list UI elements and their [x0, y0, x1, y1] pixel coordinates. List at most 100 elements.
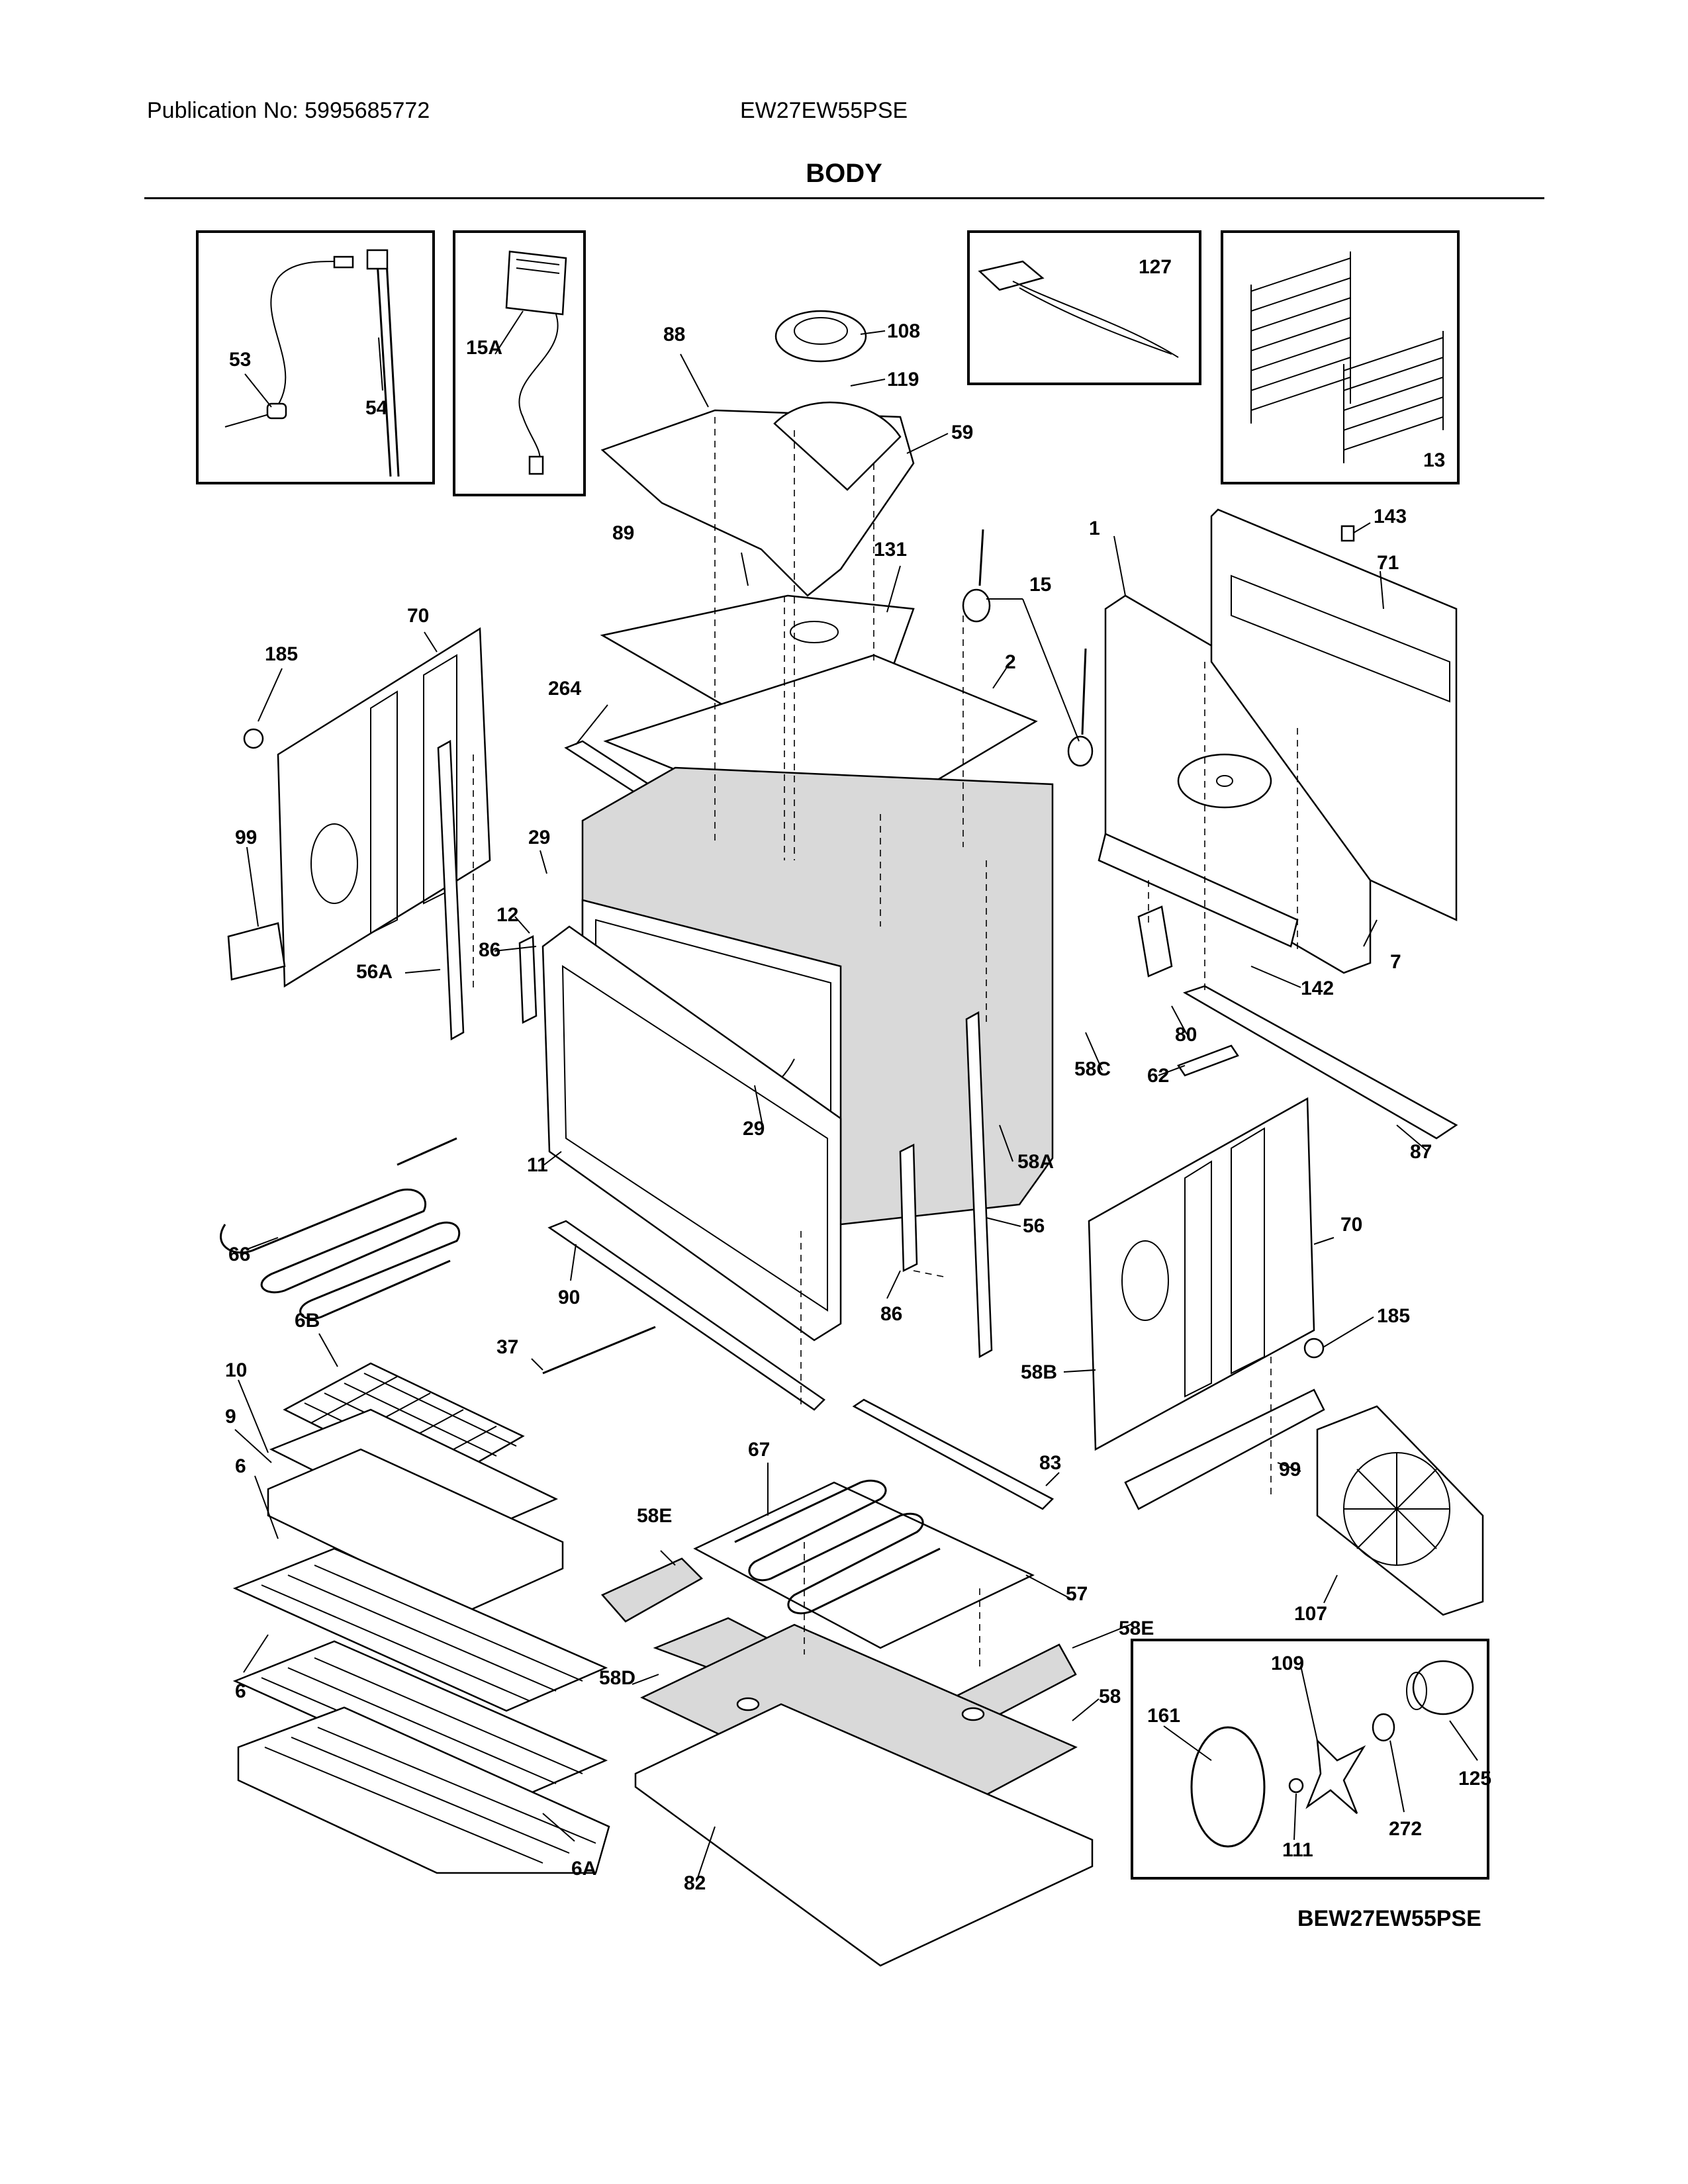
latch-80 [1137, 905, 1173, 978]
callout-272: 272 [1389, 1818, 1422, 1840]
callout-6: 6 [235, 1455, 246, 1477]
door-frame-11 [541, 925, 842, 1342]
rear-cover-71 [1210, 508, 1458, 921]
rack-supports-part [1250, 251, 1444, 463]
nut-111 [1288, 1778, 1304, 1794]
convection-fan-cover-107 [1316, 1405, 1484, 1616]
callout-10: 10 [225, 1359, 247, 1381]
callout-15a: 15A [466, 337, 502, 359]
callout-13: 13 [1423, 449, 1445, 471]
callout-6a: 6A [571, 1858, 596, 1880]
callout-99-right: 99 [1279, 1459, 1301, 1480]
callout-58e-right: 58E [1119, 1617, 1154, 1639]
callout-58a: 58A [1017, 1151, 1054, 1173]
callout-67: 67 [748, 1439, 770, 1461]
callout-108: 108 [887, 320, 920, 342]
inset-box-convection-motor [1131, 1639, 1489, 1880]
page-title: BODY [806, 159, 882, 188]
callout-12: 12 [496, 904, 518, 926]
oven-rack-6-top [232, 1547, 608, 1712]
callout-62: 62 [1147, 1065, 1169, 1087]
roll-out-rack-6a [237, 1706, 610, 1874]
callout-127: 127 [1139, 256, 1172, 278]
callout-125: 125 [1458, 1768, 1491, 1790]
callout-70: 70 [407, 605, 429, 627]
header-divider [144, 197, 1544, 199]
callout-29-inner: 29 [743, 1118, 765, 1140]
callout-labels: 53 54 15A 88 108 119 59 127 13 89 131 15… [225, 256, 1491, 1894]
crossbar-99-bottom [1124, 1388, 1325, 1510]
callout-107: 107 [1294, 1603, 1327, 1625]
light-socket-15 [962, 529, 1094, 767]
grommet-185-left [243, 728, 264, 749]
callout-53: 53 [229, 349, 251, 371]
callout-99: 99 [235, 827, 257, 848]
callout-83: 83 [1039, 1452, 1061, 1474]
rail-56 [965, 1011, 993, 1359]
callout-15: 15 [1029, 574, 1051, 596]
hinge-86-right [899, 1144, 918, 1272]
callout-58b: 58B [1021, 1361, 1057, 1383]
crossbar-87 [1182, 985, 1458, 1140]
callout-6-lower: 6 [235, 1680, 246, 1702]
grommet-185-right [1303, 1338, 1325, 1359]
bottom-panel-82 [634, 1703, 1094, 1967]
callout-66: 66 [228, 1244, 250, 1265]
callout-131: 131 [874, 539, 907, 561]
callout-90: 90 [558, 1287, 580, 1308]
callout-11: 11 [527, 1154, 548, 1176]
callout-54: 54 [365, 397, 388, 419]
callout-56: 56 [1023, 1215, 1045, 1237]
callout-109: 109 [1271, 1653, 1304, 1674]
callout-87: 87 [1410, 1141, 1432, 1163]
callout-71: 71 [1377, 552, 1399, 574]
side-panel-right-70 [1088, 1097, 1315, 1451]
callout-58: 58 [1099, 1686, 1121, 1707]
callout-264: 264 [548, 678, 581, 700]
callout-119: 119 [887, 369, 919, 390]
callout-1: 1 [1089, 518, 1100, 539]
rail-56a [437, 739, 465, 1041]
brace-99-left [227, 922, 286, 981]
crossbar-142 [1098, 833, 1299, 948]
publication-number: Publication No: 5995685772 [147, 98, 430, 123]
callout-86-lower: 86 [880, 1303, 902, 1325]
callout-142: 142 [1301, 978, 1334, 999]
inset-box-harness [967, 230, 1201, 385]
callout-86: 86 [479, 939, 500, 961]
meat-probe-part [224, 255, 354, 428]
inset-box-probe [196, 230, 435, 484]
fan-blade-109 [1305, 1738, 1366, 1814]
bracket-83 [852, 1398, 1055, 1510]
callout-29: 29 [528, 827, 550, 848]
callout-161: 161 [1147, 1705, 1180, 1727]
bake-element-67 [693, 1479, 1035, 1649]
callout-58e-left: 58E [637, 1505, 672, 1527]
callout-58c: 58C [1074, 1058, 1111, 1080]
callout-80: 80 [1175, 1024, 1197, 1046]
callout-89: 89 [612, 522, 634, 544]
motor-125 [1406, 1660, 1474, 1715]
sensor-37 [542, 1326, 656, 1375]
inset-box-control-board [453, 230, 586, 496]
callout-7: 7 [1390, 951, 1401, 973]
trim-90 [547, 1220, 825, 1411]
callout-111: 111 [1282, 1839, 1313, 1861]
model-number: EW27EW55PSE [740, 98, 908, 123]
terminal-block-62 [1177, 1044, 1239, 1077]
callout-82: 82 [684, 1872, 706, 1894]
diagram-code: BEW27EW55PSE [1297, 1906, 1481, 1931]
hinge-86-left [518, 935, 538, 1024]
callout-56a: 56A [356, 961, 393, 983]
callout-57: 57 [1066, 1583, 1088, 1605]
callout-70-right: 70 [1340, 1214, 1362, 1236]
oven-sensor-part [366, 249, 400, 477]
inset-box-rack-supports [1221, 230, 1460, 484]
broiler-pan-10 [267, 1448, 564, 1613]
wire-harness-part [978, 260, 1179, 358]
blower-motor-part [774, 310, 867, 363]
broil-element-66 [220, 1137, 461, 1320]
callout-58d: 58D [599, 1667, 635, 1689]
vent-duct-part [600, 401, 915, 597]
